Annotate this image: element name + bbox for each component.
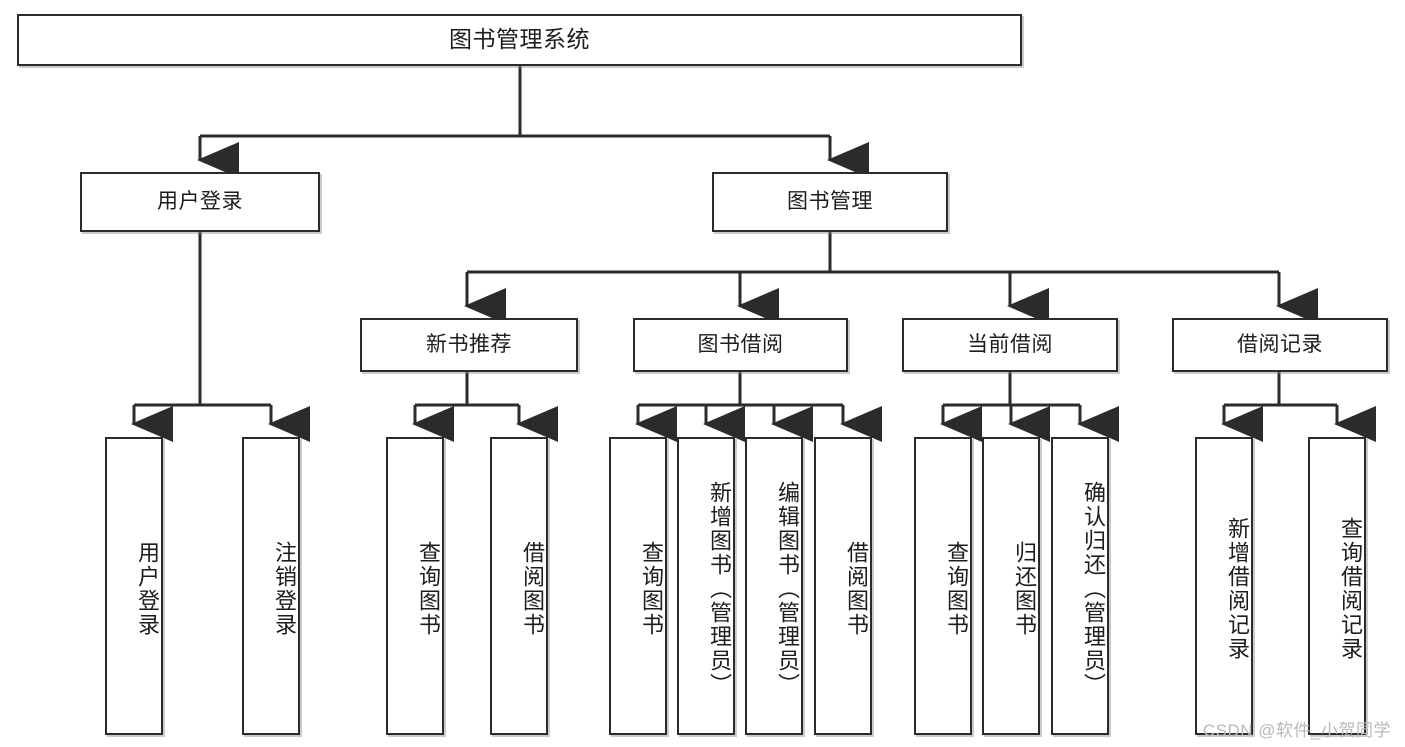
node-user-login[interactable]: 用户登录 <box>80 172 320 232</box>
leaf-add-book-admin-label: 新增图书（管理员） <box>707 481 732 697</box>
leaf-query-book-current-label: 查询图书 <box>944 541 969 637</box>
leaf-return-book-label: 归还图书 <box>1012 541 1037 637</box>
leaf-user-login-label: 用户登录 <box>135 541 160 637</box>
leaf-edit-book-admin[interactable]: 编辑图书（管理员） <box>745 437 803 735</box>
node-book-borrow-label: 图书借阅 <box>697 333 784 357</box>
leaf-logout-label: 注销登录 <box>272 541 297 637</box>
leaf-logout[interactable]: 注销登录 <box>242 437 300 735</box>
leaf-confirm-return-admin[interactable]: 确认归还（管理员） <box>1051 437 1109 735</box>
leaf-borrow-book-label: 借阅图书 <box>844 541 869 637</box>
node-user-login-label: 用户登录 <box>157 190 243 214</box>
leaf-add-borrow-record-label: 新增借阅记录 <box>1225 517 1250 661</box>
leaf-confirm-return-admin-label: 确认归还（管理员） <box>1081 481 1106 697</box>
leaf-query-book-borrow-label: 查询图书 <box>639 541 664 637</box>
node-book-management-label: 图书管理 <box>787 190 873 214</box>
node-root-label: 图书管理系统 <box>449 26 590 53</box>
leaf-edit-book-admin-label: 编辑图书（管理员） <box>775 481 800 697</box>
node-current-borrow[interactable]: 当前借阅 <box>902 318 1118 372</box>
leaf-query-book-recommend[interactable]: 查询图书 <box>386 437 444 735</box>
node-borrow-records[interactable]: 借阅记录 <box>1172 318 1388 372</box>
leaf-borrow-book-recommend[interactable]: 借阅图书 <box>490 437 548 735</box>
leaf-add-borrow-record[interactable]: 新增借阅记录 <box>1195 437 1253 735</box>
node-current-borrow-label: 当前借阅 <box>967 333 1053 357</box>
node-root[interactable]: 图书管理系统 <box>17 14 1022 66</box>
leaf-query-borrow-record-label: 查询借阅记录 <box>1338 517 1363 661</box>
node-book-borrow[interactable]: 图书借阅 <box>633 318 848 372</box>
leaf-query-borrow-record[interactable]: 查询借阅记录 <box>1308 437 1366 735</box>
leaf-query-book-recommend-label: 查询图书 <box>416 541 441 637</box>
leaf-borrow-book-recommend-label: 借阅图书 <box>520 541 545 637</box>
node-new-book-recommend-label: 新书推荐 <box>426 333 512 357</box>
node-borrow-records-label: 借阅记录 <box>1237 333 1323 357</box>
leaf-return-book[interactable]: 归还图书 <box>982 437 1040 735</box>
leaf-user-login[interactable]: 用户登录 <box>105 437 163 735</box>
leaf-add-book-admin[interactable]: 新增图书（管理员） <box>677 437 735 735</box>
leaf-borrow-book[interactable]: 借阅图书 <box>814 437 872 735</box>
watermark: CSDN @软件_小贺同学 <box>1202 721 1391 740</box>
node-book-management[interactable]: 图书管理 <box>712 172 948 232</box>
node-new-book-recommend[interactable]: 新书推荐 <box>360 318 578 372</box>
leaf-query-book-borrow[interactable]: 查询图书 <box>609 437 667 735</box>
leaf-query-book-current[interactable]: 查询图书 <box>914 437 972 735</box>
